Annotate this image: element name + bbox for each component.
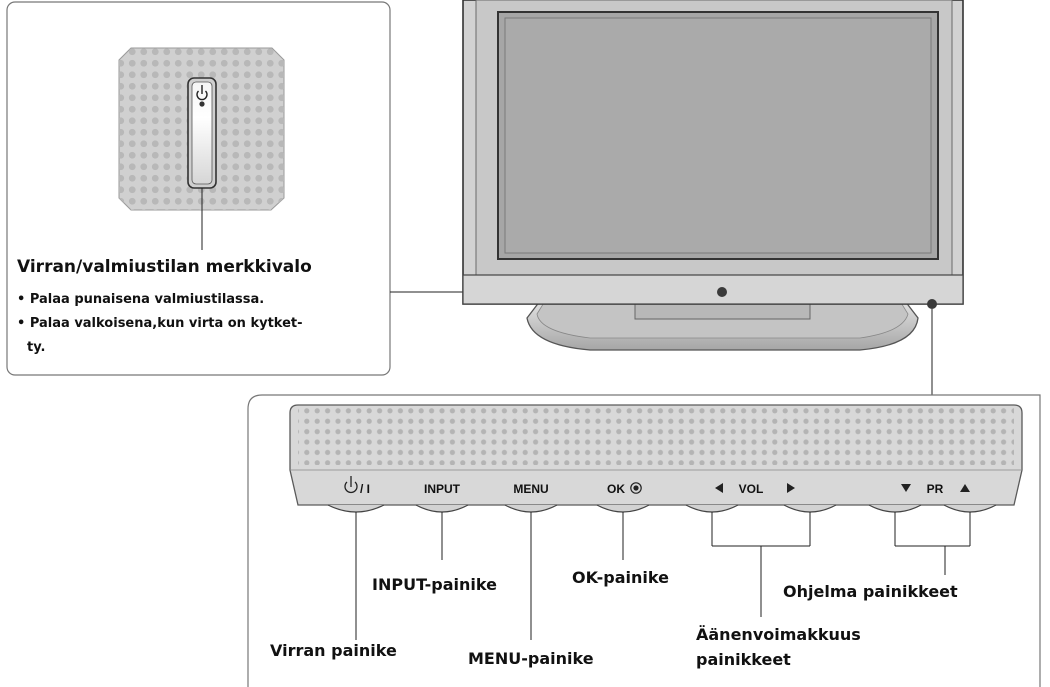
menu-button-callout: MENU-painike xyxy=(468,649,594,668)
vol-down-button[interactable] xyxy=(685,504,739,513)
volume-callout-line2: painikkeet xyxy=(696,650,791,669)
ok-button-callout: OK-painike xyxy=(572,568,669,587)
indicator-bullet-3: ty. xyxy=(27,340,45,355)
tv-control-dot xyxy=(927,299,937,309)
ok-label: OK xyxy=(607,482,625,496)
vol-label: VOL xyxy=(739,482,764,496)
ok-button[interactable] xyxy=(596,504,650,513)
power-button[interactable] xyxy=(327,504,385,513)
pr-label: PR xyxy=(927,482,944,496)
pr-up-button[interactable] xyxy=(943,504,997,513)
tv-stand xyxy=(526,300,919,351)
pr-down-button[interactable] xyxy=(868,504,922,513)
callout-leader-lines xyxy=(355,512,971,640)
indicator-light xyxy=(187,77,217,189)
menu-label: MENU xyxy=(513,482,548,496)
left-triangle-icon xyxy=(715,483,723,493)
ok-dot-icon xyxy=(630,482,642,494)
input-label: INPUT xyxy=(424,482,461,496)
indicator-bullet-1: • Palaa punaisena valmiustilassa. xyxy=(17,292,264,307)
tv-illustration xyxy=(462,0,964,351)
tv-indicator-dot xyxy=(717,287,727,297)
input-button-callout: INPUT-painike xyxy=(372,575,497,594)
right-triangle-icon xyxy=(787,483,795,493)
control-panel xyxy=(289,404,1023,506)
up-triangle-icon xyxy=(960,484,970,492)
indicator-bullet-2: • Palaa valkoisena,kun virta on kytket- xyxy=(17,316,303,331)
input-button[interactable] xyxy=(415,504,469,513)
power-slash-label: / I xyxy=(360,482,370,496)
indicator-callout: Virran/valmiustilan merkkivalo • Palaa p… xyxy=(6,1,391,376)
menu-button[interactable] xyxy=(504,504,558,513)
volume-callout-line1: Äänenvoimakkuus xyxy=(696,625,861,644)
indicator-title: Virran/valmiustilan merkkivalo xyxy=(17,257,312,277)
program-callout: Ohjelma painikkeet xyxy=(783,582,958,601)
vol-up-button[interactable] xyxy=(783,504,837,513)
power-label-group: / I xyxy=(344,476,370,496)
control-panel-callout: / I INPUT MENU OK VOL PR xyxy=(247,394,1041,687)
power-button-callout: Virran painike xyxy=(270,641,397,660)
power-symbol-icon xyxy=(196,85,208,101)
down-triangle-icon xyxy=(901,484,911,492)
button-bumps xyxy=(327,504,997,513)
